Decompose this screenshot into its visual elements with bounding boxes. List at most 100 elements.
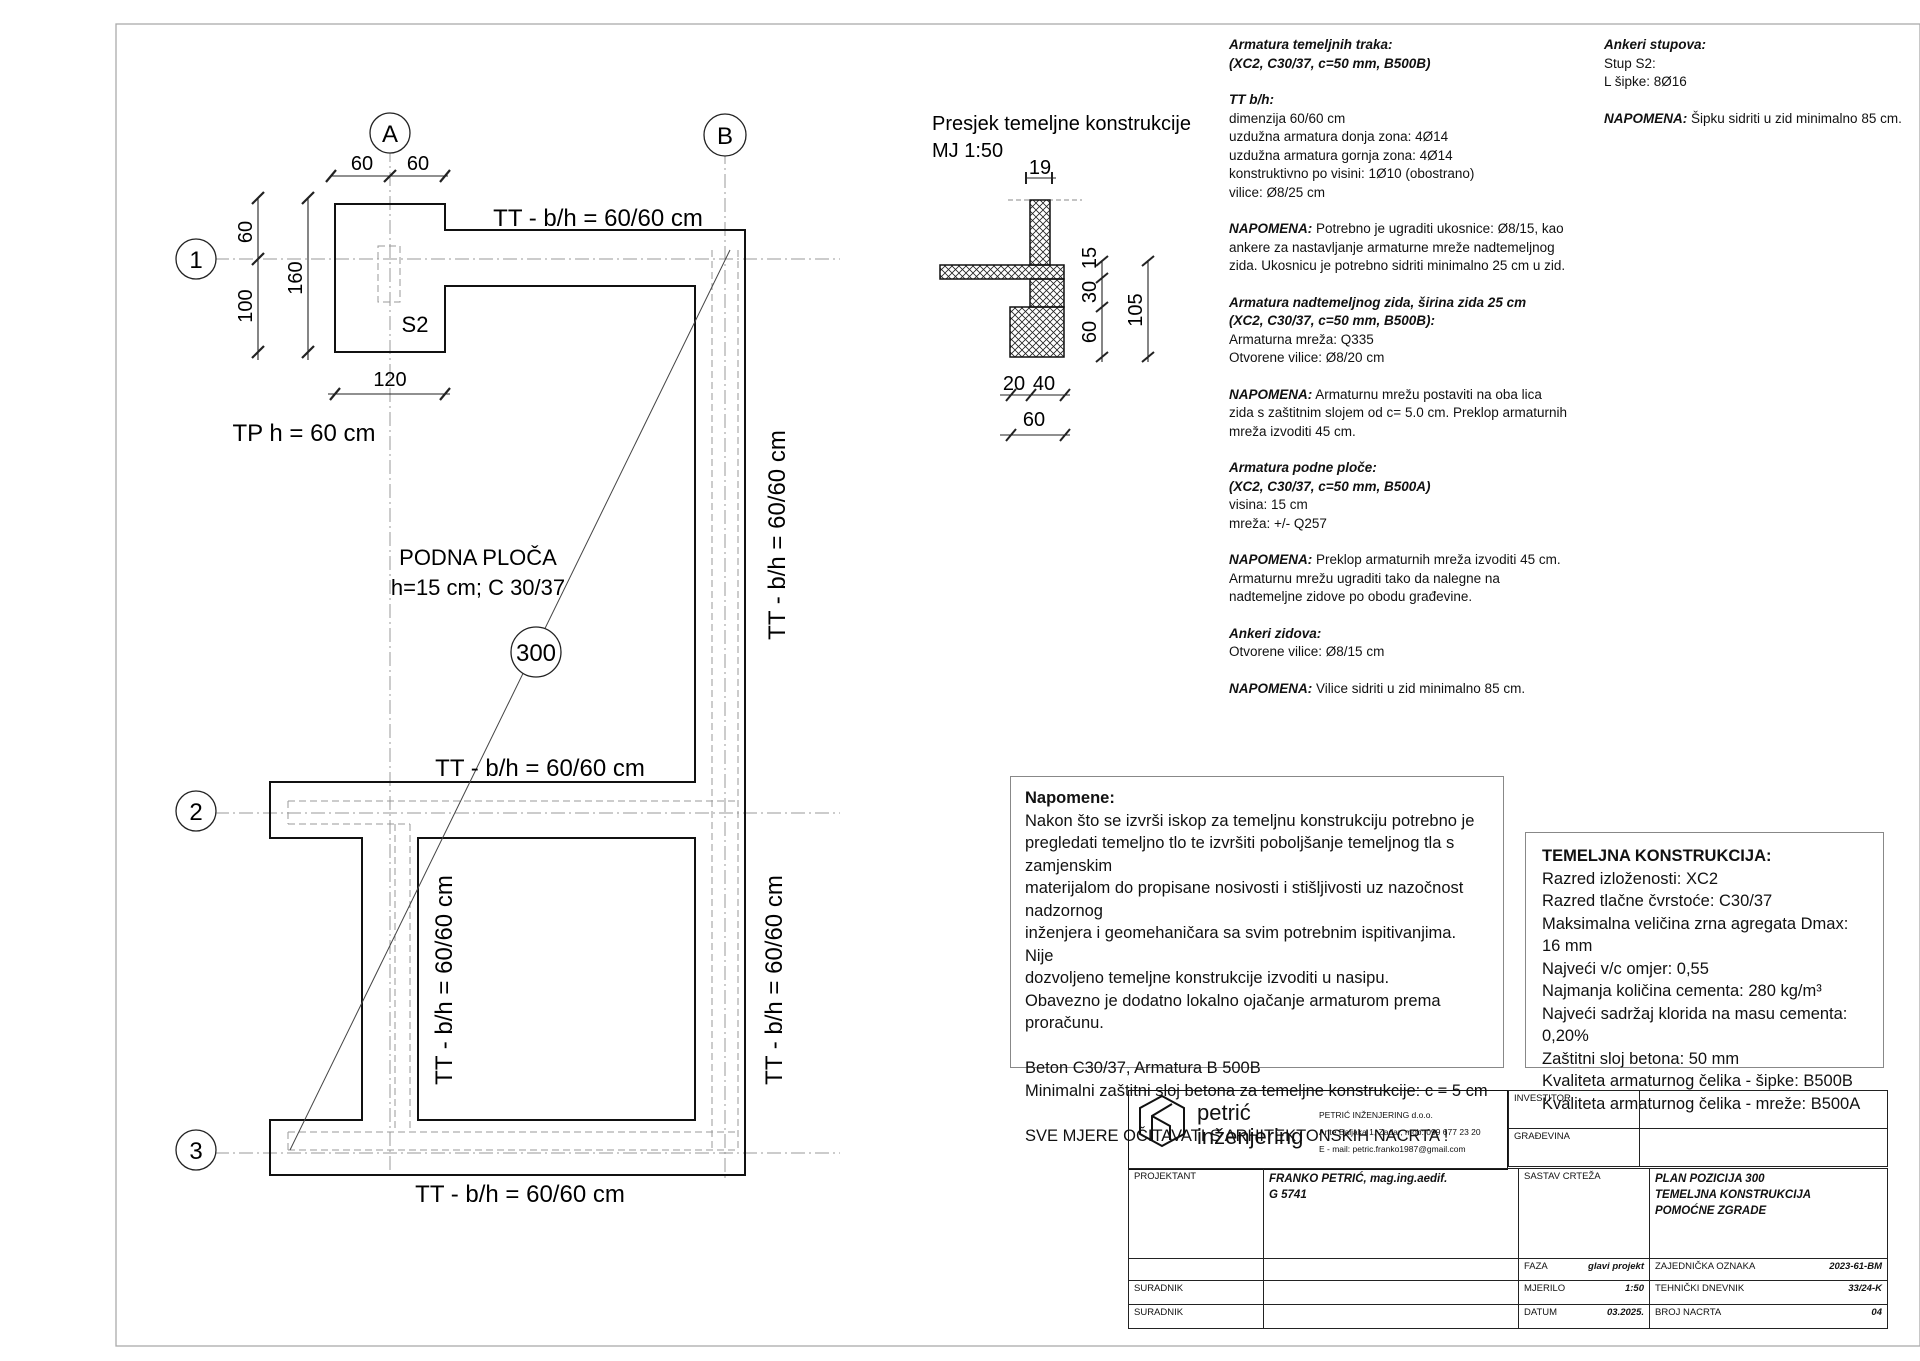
note-line: Armaturnu mrežu ugraditi tako da nalegne… [1229, 570, 1589, 589]
axis-bubble-A: A [369, 112, 411, 154]
note-text: Armatura podne ploče: [1229, 460, 1377, 475]
sec-dim-40: 40 [1033, 373, 1055, 395]
text-line: Maksimalna veličina zrna agregata Dmax: … [1542, 914, 1849, 956]
position-diagonal [289, 249, 731, 1151]
note-text: Armatura nadtemeljnog zida, širina zida … [1229, 294, 1527, 310]
sec-dim-15: 15 [1079, 247, 1101, 269]
note-gap [1229, 276, 1589, 294]
investitor-value [1639, 1090, 1888, 1129]
dim-60-right: 60 [407, 153, 429, 175]
text-line: Najveći sadržaj klorida na masu cementa:… [1542, 1004, 1848, 1046]
text-line: Kvaliteta armaturnog čelika - šipke: B50… [1542, 1072, 1853, 1090]
note-line: L šipke: 8Ø16 [1604, 73, 1914, 92]
note-line: Armatura podne ploče: [1229, 459, 1589, 478]
svg-text:1: 1 [189, 247, 202, 274]
foundation-spec-box: TEMELJNA KONSTRUKCIJA: Razred izloženost… [1525, 832, 1884, 1113]
note-line: zida s zaštitnim slojem od c= 5.0 cm. Pr… [1229, 404, 1589, 423]
text-line: Obavezno je dodatno lokalno ojačanje arm… [1025, 991, 1441, 1033]
section-title: Presjek temeljne konstrukcije [932, 113, 1191, 135]
sastav-value: PLAN POZICIJA 300 TEMELJNA KONSTRUKCIJA … [1649, 1168, 1888, 1259]
note-line: uzdužna armatura donja zona: 4Ø14 [1229, 128, 1589, 147]
svg-text:300: 300 [516, 640, 556, 667]
note-text: mreža: +/- Q257 [1229, 515, 1327, 531]
note-text: zida. Ukosnicu je potrebno sidriti minim… [1229, 258, 1566, 273]
label-tt-right-lower: TT - b/h = 60/60 cm [761, 875, 788, 1085]
note-line: Stup S2: [1604, 55, 1914, 74]
note-text: Ankeri zidova: [1229, 625, 1322, 641]
text-line: Nakon što se izvrši iskop za temeljnu ko… [1025, 811, 1475, 830]
svg-text:2: 2 [189, 799, 202, 826]
section-drawing: 19 15 30 60 105 20 40 60 [939, 157, 1155, 442]
foundation-spec-title: TEMELJNA KONSTRUKCIJA: [1542, 847, 1772, 865]
note-text: Šipku sidriti u zid minimalno 85 cm. [1687, 110, 1902, 126]
company-logo-icon [1139, 1094, 1185, 1148]
general-notes-title: Napomene: [1025, 789, 1115, 807]
note-text: Preklop armaturnih mreža izvoditi 45 cm. [1312, 552, 1561, 567]
note-line: (XC2, C30/37, c=50 mm, B500A) [1229, 478, 1589, 497]
note-line: Armatura nadtemeljnog zida, širina zida … [1229, 294, 1589, 313]
note-gap [1229, 662, 1589, 680]
note-line: NAPOMENA: Armaturnu mrežu postaviti na o… [1229, 386, 1589, 405]
hidden-wall-lines [287, 245, 739, 1151]
sec-dim-30: 30 [1079, 281, 1101, 303]
gradevina-value [1639, 1128, 1888, 1167]
svg-text:B: B [717, 123, 733, 150]
note-line: (XC2, C30/37, c=50 mm, B500B): [1229, 312, 1589, 331]
note-gap [1229, 368, 1589, 386]
note-text: konstruktivno po visini: 1Ø10 (obostrano… [1229, 166, 1475, 181]
note-line: uzdužna armatura gornja zona: 4Ø14 [1229, 147, 1589, 166]
note-gap [1229, 73, 1589, 91]
note-text: Vilice sidriti u zid minimalno 85 cm. [1312, 680, 1526, 696]
label-tt-mid: TT - b/h = 60/60 cm [435, 755, 645, 782]
dim-120: 120 [373, 369, 406, 391]
investor-table: INVESTITOR GRAĐEVINA [1508, 1090, 1888, 1167]
dim-bottom-120 [328, 387, 451, 401]
note-text: zida s zaštitnim slojem od c= 5.0 cm. Pr… [1229, 405, 1568, 420]
note-line: (XC2, C30/37, c=50 mm, B500B) [1229, 55, 1589, 74]
note-text: nadtemeljne zidove po obodu građevine. [1229, 589, 1473, 604]
note-line: ankere za nastavljanje armaturne mreže n… [1229, 239, 1589, 258]
note-line: NAPOMENA: Potrebno je ugraditi ukosnice:… [1229, 220, 1589, 239]
note-gap [1229, 202, 1589, 220]
note-gap [1604, 92, 1914, 110]
label-tt-top: TT - b/h = 60/60 cm [493, 205, 703, 232]
note-line: nadtemeljne zidove po obodu građevine. [1229, 588, 1589, 607]
note-line: Armatura temeljnih traka: [1229, 36, 1589, 55]
text-line: pregledati temeljno tlo te izvršiti pobo… [1025, 834, 1455, 875]
axis-bubble-B: B [703, 113, 747, 157]
text-line: Zaštitni sloj betona: 50 mm [1542, 1049, 1740, 1068]
text-line: Najveći v/c omjer: 0,55 [1542, 959, 1709, 978]
position-bubble: 300 [510, 626, 562, 678]
label-podna-spec: h=15 cm; C 30/37 [391, 575, 565, 600]
text-line: Razred tlačne čvrstoće: C30/37 [1542, 892, 1773, 910]
note-text: dimenzija 60/60 cm [1229, 110, 1346, 126]
foundation-outline [269, 203, 746, 1176]
note-text: uzdužna armatura gornja zona: 4Ø14 [1229, 147, 1453, 163]
projektant-label: PROJEKTANT [1128, 1168, 1264, 1259]
svg-text:A: A [382, 121, 398, 148]
label-tt-bottom: TT - b/h = 60/60 cm [415, 1181, 625, 1208]
note-text: Armaturna mreža: Q335 [1229, 331, 1374, 347]
note-line: konstruktivno po visini: 1Ø10 (obostrano… [1229, 165, 1589, 184]
sec-dim-105: 105 [1125, 293, 1147, 326]
dim-60-left: 60 [351, 153, 373, 175]
dim-left [251, 191, 315, 360]
note-line: Ankeri stupova: [1604, 36, 1914, 55]
note-gap [1229, 533, 1589, 551]
note-line: Otvorene vilice: Ø8/20 cm [1229, 349, 1589, 368]
label-tt-inner: TT - b/h = 60/60 cm [431, 875, 458, 1085]
note-gap [1229, 607, 1589, 625]
text-line: Najmanja količina cementa: 280 kg/m³ [1542, 982, 1822, 1000]
label-tt-right-upper: TT - b/h = 60/60 cm [764, 430, 791, 640]
note-text: uzdužna armatura donja zona: 4Ø14 [1229, 129, 1449, 144]
logo-text: petrić inženjering [1197, 1100, 1304, 1149]
note-line: visina: 15 cm [1229, 496, 1589, 515]
